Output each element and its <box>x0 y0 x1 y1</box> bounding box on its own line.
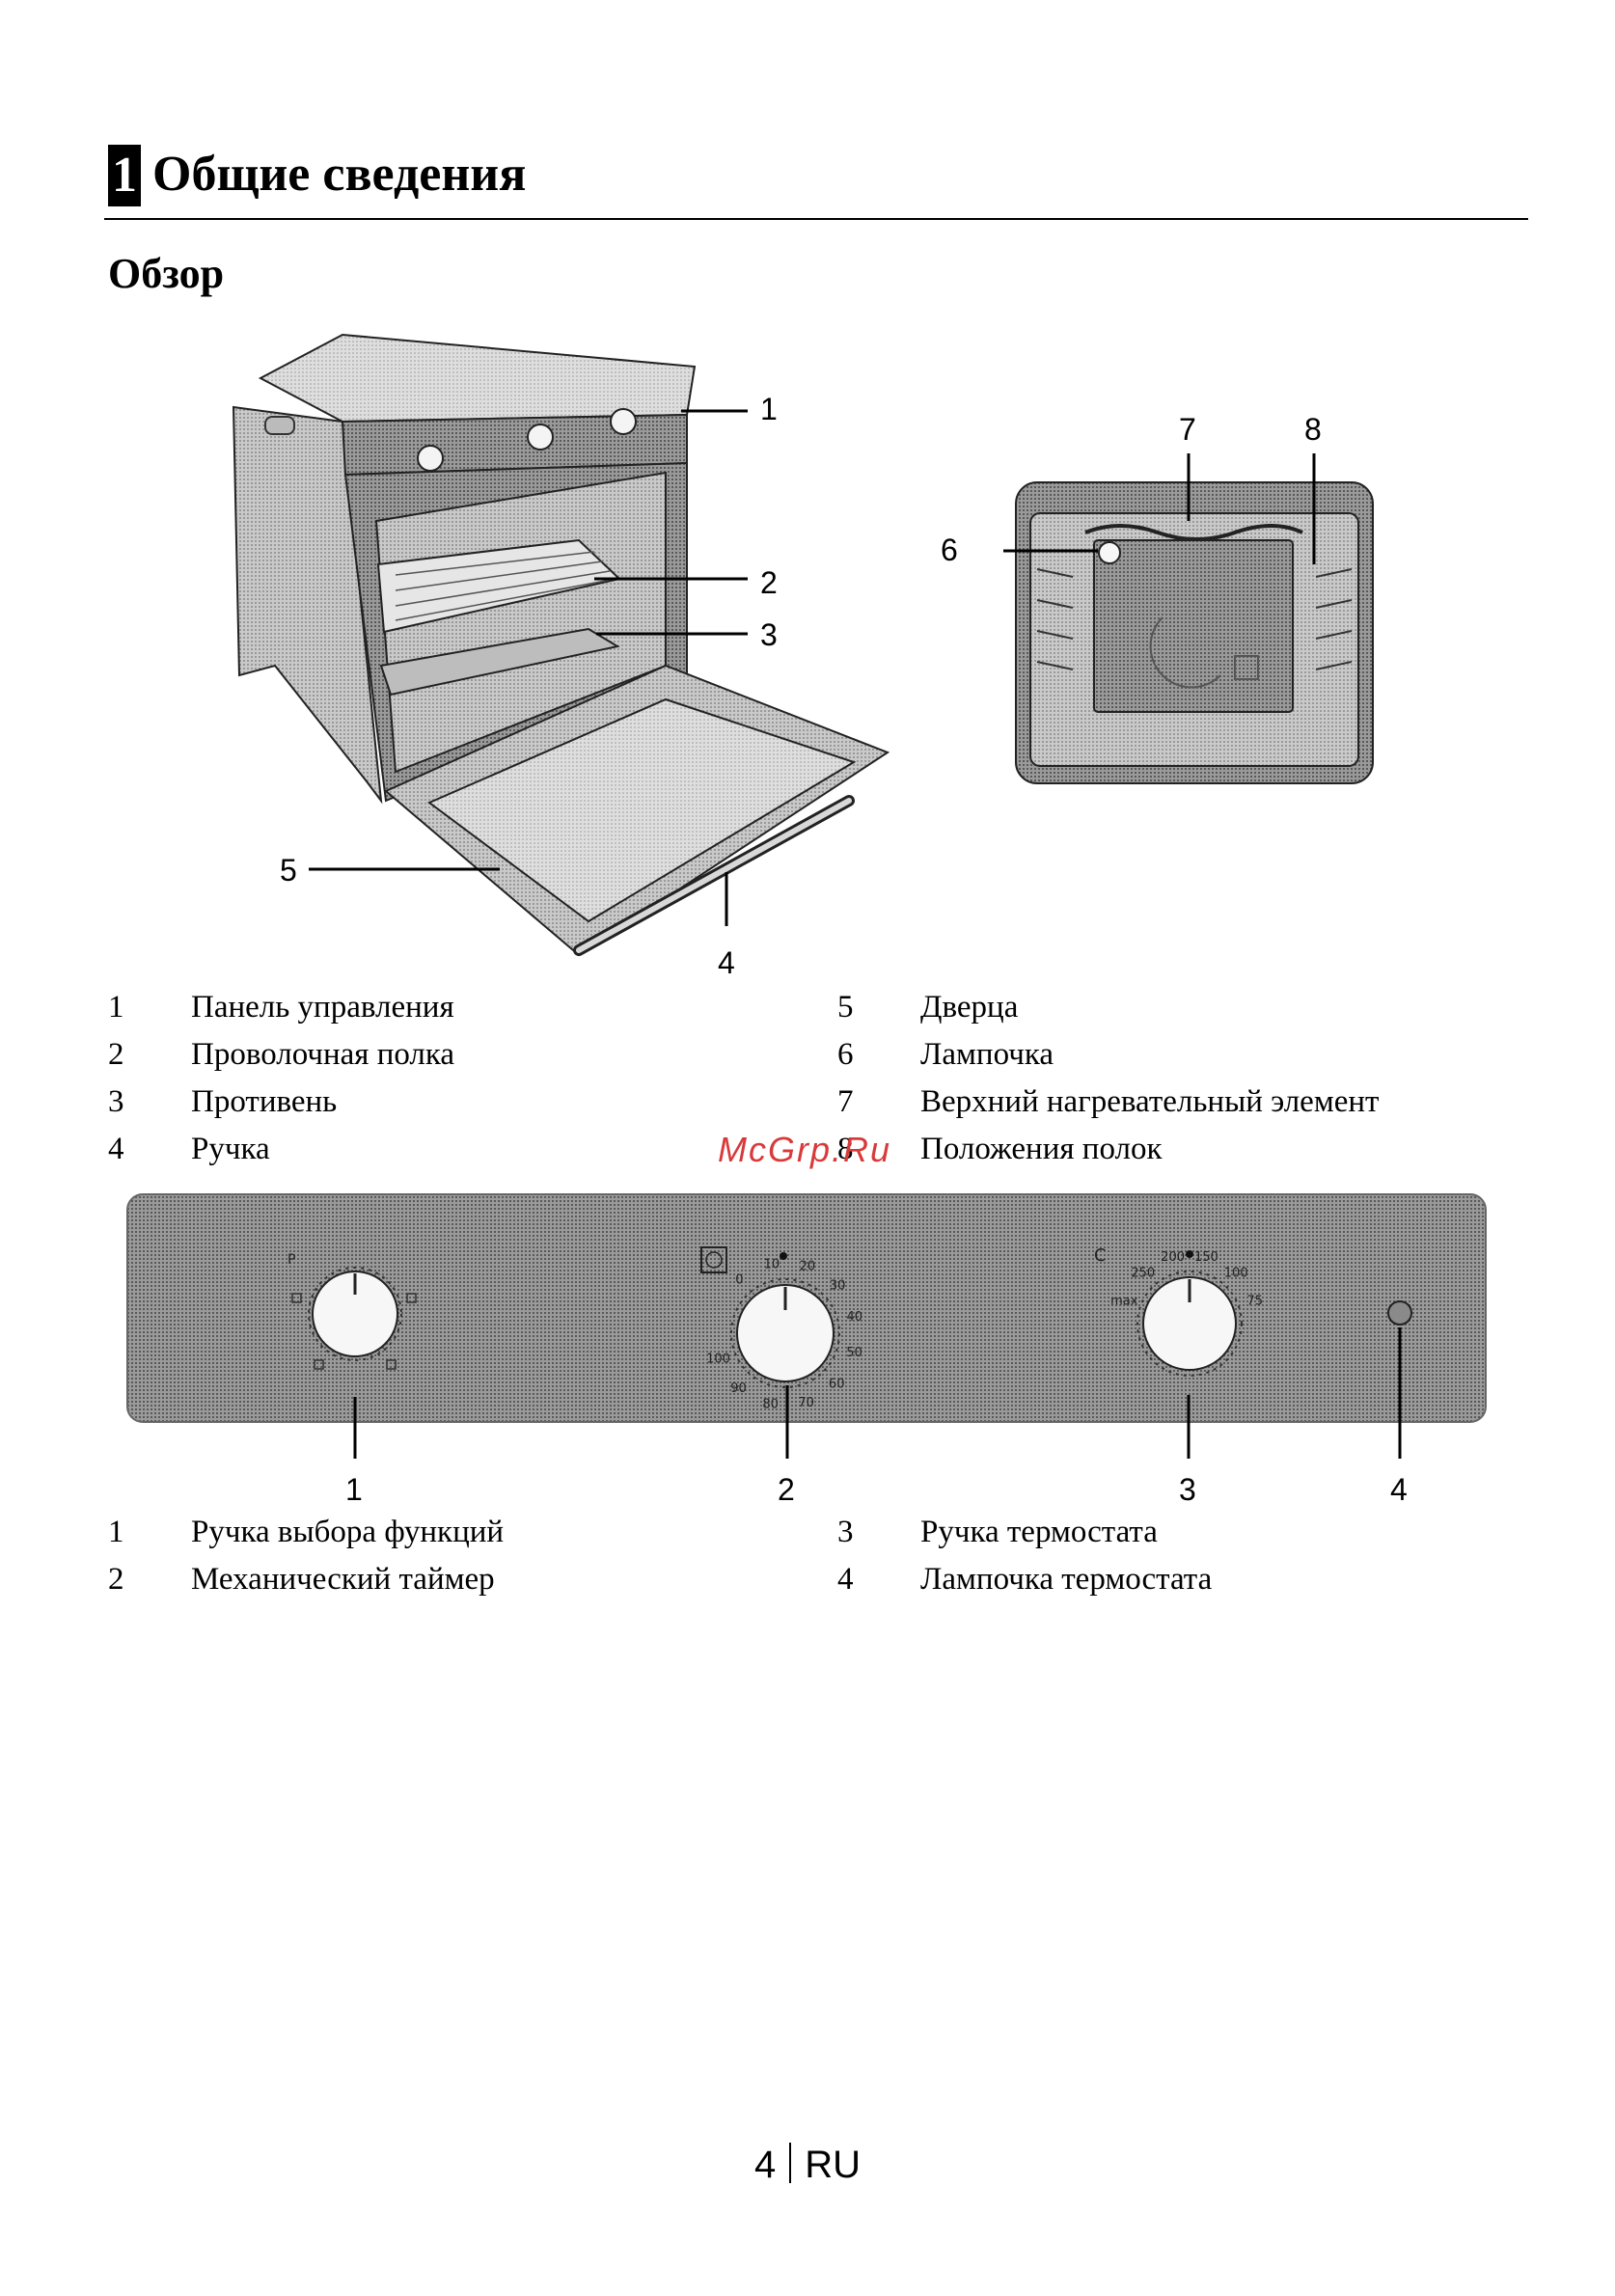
scale-tick-label: 70 <box>798 1396 814 1410</box>
callout-label: 1 <box>345 1472 363 1507</box>
callout-label: 7 <box>1179 412 1196 447</box>
legend-text: Лампочка термостата <box>920 1562 1213 1597</box>
page-footer: 4 RU <box>0 2142 1615 2188</box>
baking-tray <box>379 627 620 697</box>
scale-tick-label: 60 <box>829 1377 845 1391</box>
legend-text: Противень <box>191 1084 338 1119</box>
scale-tick-label: 250 <box>1131 1267 1155 1281</box>
callout-label: 5 <box>280 853 297 888</box>
oven-knob <box>417 445 444 472</box>
scale-tick-label: 200 <box>1161 1250 1185 1265</box>
oven-interior-illustration <box>1003 453 1374 784</box>
callout-label: 6 <box>941 533 958 567</box>
subsection-title: Обзор <box>108 250 225 297</box>
scale-tick-label: 100 <box>706 1352 730 1366</box>
legend-number: 3 <box>837 1515 854 1549</box>
oven-knob <box>610 408 637 435</box>
scale-tick-label: 90 <box>730 1381 747 1396</box>
thermostat-unit: C <box>1094 1245 1107 1266</box>
legend-text: Ручка <box>191 1132 270 1166</box>
section-title: Общие сведения <box>152 147 527 202</box>
section-number-badge: 1 <box>108 145 141 206</box>
callout-label: 2 <box>760 565 778 600</box>
timer-knob <box>700 1246 840 1388</box>
callout-label: 3 <box>760 617 778 652</box>
legend-number: 1 <box>108 990 124 1025</box>
scale-tick-label: 50 <box>846 1346 862 1360</box>
legend-number: 8 <box>837 1132 854 1166</box>
language-code: RU <box>805 2144 862 2186</box>
legend-number: 5 <box>837 990 854 1025</box>
legend-number: 1 <box>108 1515 124 1549</box>
footer-separator <box>789 2143 792 2183</box>
thermostat-knob <box>1136 1250 1243 1377</box>
scale-tick-label: 100 <box>1224 1267 1248 1281</box>
oven-knob <box>527 424 554 451</box>
legend-number: 4 <box>108 1132 124 1166</box>
callout-label: 8 <box>1304 412 1322 447</box>
oven-illustration <box>232 333 890 957</box>
control-panel-illustration: P 0 10 20 30 40 50 60 70 80 90 100 C max 250 200 150 1… <box>126 1193 1487 1459</box>
legend-number: 2 <box>108 1562 124 1597</box>
function-knob-letter: P <box>287 1252 295 1268</box>
function-selector-knob <box>291 1267 417 1370</box>
legend-text: Механический таймер <box>191 1562 495 1597</box>
scale-tick-label: 40 <box>847 1310 863 1325</box>
callout-label: 1 <box>760 392 778 426</box>
legend-text: Верхний нагревательный элемент <box>920 1084 1380 1119</box>
legend-text: Ручка термостата <box>920 1515 1158 1549</box>
legend-text: Дверца <box>920 990 1019 1025</box>
legend-number: 3 <box>108 1084 124 1119</box>
thermostat-lamp <box>1387 1300 1412 1326</box>
legend-number: 7 <box>837 1084 854 1119</box>
page-number: 4 <box>753 2144 777 2186</box>
callout-label: 4 <box>1390 1472 1408 1507</box>
thermostat-scale: max 250 200 150 100 75 <box>1110 1250 1263 1308</box>
scale-tick-label: max <box>1110 1294 1138 1308</box>
callout-label: 2 <box>778 1472 795 1507</box>
title-divider <box>104 218 1528 220</box>
legend-number: 6 <box>837 1037 854 1072</box>
scale-tick-label: 80 <box>762 1397 779 1411</box>
shelf-positions <box>1036 568 1353 670</box>
oven-lamp <box>1098 541 1121 564</box>
wire-shelf <box>376 538 622 634</box>
scale-tick-label: 0 <box>735 1272 743 1287</box>
legend-text: Положения полок <box>920 1132 1163 1166</box>
watermark: McGrp.Ru <box>718 1130 892 1169</box>
side-vent <box>264 416 295 435</box>
callout-label: 4 <box>718 945 735 980</box>
scale-tick-label: 150 <box>1194 1250 1218 1265</box>
callout-label: 3 <box>1179 1472 1196 1507</box>
top-heating-element <box>1084 524 1303 541</box>
timer-scale: 0 10 20 30 40 50 60 70 80 90 100 <box>706 1257 862 1411</box>
scale-tick-label: 10 <box>764 1257 780 1271</box>
scale-tick-label: 30 <box>830 1279 846 1294</box>
legend-text: Лампочка <box>920 1037 1054 1072</box>
legend-text: Ручка выбора функций <box>191 1515 505 1549</box>
legend-text: Проволочная полка <box>191 1037 455 1072</box>
legend-number: 4 <box>837 1562 854 1597</box>
scale-tick-label: 20 <box>800 1260 816 1274</box>
scale-tick-label: 75 <box>1246 1294 1263 1308</box>
legend-text: Панель управления <box>191 990 454 1025</box>
legend-number: 2 <box>108 1037 124 1072</box>
